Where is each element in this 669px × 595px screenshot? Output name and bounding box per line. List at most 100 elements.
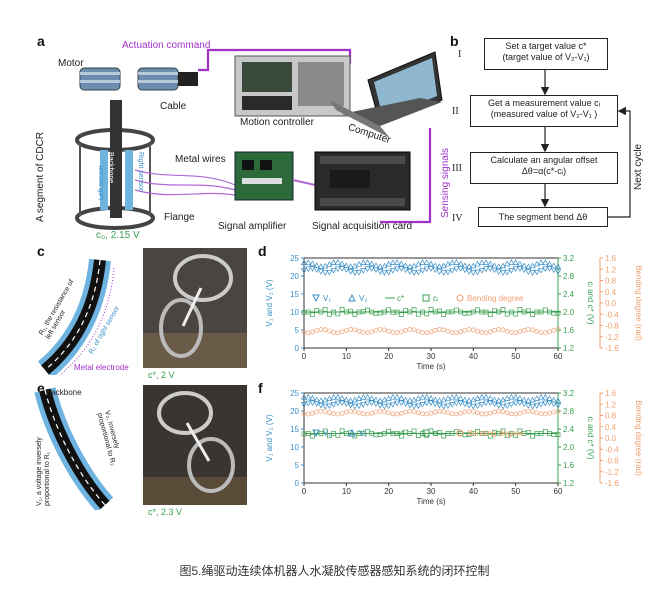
point-bending [441,409,447,414]
point-v1 [427,266,435,272]
point-v1 [444,403,452,410]
panel-a-drawing [75,48,443,230]
point-bending [492,409,497,415]
metal-wire [134,169,236,186]
y-left-tick-label: 25 [290,254,299,263]
point-v2 [343,396,350,403]
point-ci [305,431,311,436]
point-bending [496,408,502,414]
point-bending [356,328,362,334]
point-v2 [466,263,473,269]
point-bending [373,409,379,415]
point-v2 [478,259,485,265]
point-v2 [300,259,308,266]
y-mid-tick-label: 2.4 [563,290,575,299]
point-v1 [339,400,346,406]
point-v2 [419,259,426,265]
point-v1 [419,402,426,408]
point-v1 [355,403,363,410]
point-ci [407,309,413,315]
point-v2 [499,396,507,403]
y-mid-axis-label: cᵢ and c* (V) [586,281,595,324]
point-v1 [326,269,333,276]
y-right-tick-label: -0.4 [605,310,619,319]
point-v1 [533,269,540,276]
legend-marker-ci [422,429,430,437]
signal-amplifier-label: Signal amplifier [218,221,287,232]
y-right-tick-label: 0.0 [605,434,617,443]
point-v1 [529,270,536,276]
point-bending [509,411,514,417]
point-bending [458,329,463,335]
panel-a-letter: a [37,33,45,49]
step-4-box: The segment bend Δθ [478,207,608,227]
point-bending [500,327,506,333]
y-right-tick-label: 1.6 [605,389,617,398]
point-bending [534,410,540,416]
point-v1 [410,403,418,410]
point-v1 [533,403,540,409]
point-v1 [410,270,418,276]
point-v1 [487,400,494,407]
point-v2 [546,395,553,401]
cable-label: Cable [160,101,187,112]
point-v2 [461,262,468,269]
legend-marker-bending [456,429,464,437]
point-bending [407,327,413,332]
point-bending [526,408,531,414]
point-v1 [504,403,511,410]
point-bending [322,409,328,414]
point-v1 [474,403,481,410]
point-v1 [385,269,392,276]
point-v1 [330,268,337,274]
point-v2 [491,262,498,269]
y-mid-tick-label: 3.2 [563,389,575,398]
point-v1 [512,400,519,407]
point-v1 [330,402,337,408]
point-v1 [470,270,477,276]
point-v1 [554,403,562,409]
point-v2 [533,260,540,267]
point-v2 [487,395,494,401]
point-v1 [542,266,549,272]
point-v2 [368,260,375,267]
point-bending [390,411,396,417]
point-bending [470,327,476,333]
y-right-tick-label: -1.2 [605,468,619,477]
point-v2 [381,262,388,269]
point-bending [335,330,341,336]
point-v1 [300,268,308,274]
point-bending [390,330,396,335]
point-bending [399,329,404,335]
segment-label: A segment of CDCR [35,131,46,222]
point-ci [496,309,502,315]
step-3-box: Calculate an angular offset Δθ=α(c*-cᵢ) [470,152,618,184]
x-tick-label: 50 [511,487,520,496]
point-ci [437,308,442,314]
point-v1 [381,403,388,410]
point-v1 [394,400,401,407]
point-v1 [419,268,426,274]
y-left-tick-label: 15 [290,290,299,299]
point-v2 [377,397,384,403]
point-bending [339,329,345,335]
point-v2 [474,395,481,401]
actuation-line [198,48,352,72]
point-bending [420,330,425,335]
panel-c-schematic [37,258,115,375]
x-tick-label: 60 [554,487,563,496]
point-v2 [423,259,430,265]
point-v2 [360,259,367,265]
step-2-line-2: (measured value of V₂-V₁ ) [490,109,598,119]
point-bending [530,409,535,415]
point-v2 [343,262,350,269]
y-right-tick-label: -1.6 [605,344,619,353]
point-v1 [322,270,329,276]
legend-label: V₁ [323,294,331,303]
point-bending [386,410,392,416]
point-bending [521,409,527,415]
panel-e-photo-caption: c*, 2.3 V [148,507,183,517]
point-v2 [444,260,452,267]
point-bending [377,408,383,414]
